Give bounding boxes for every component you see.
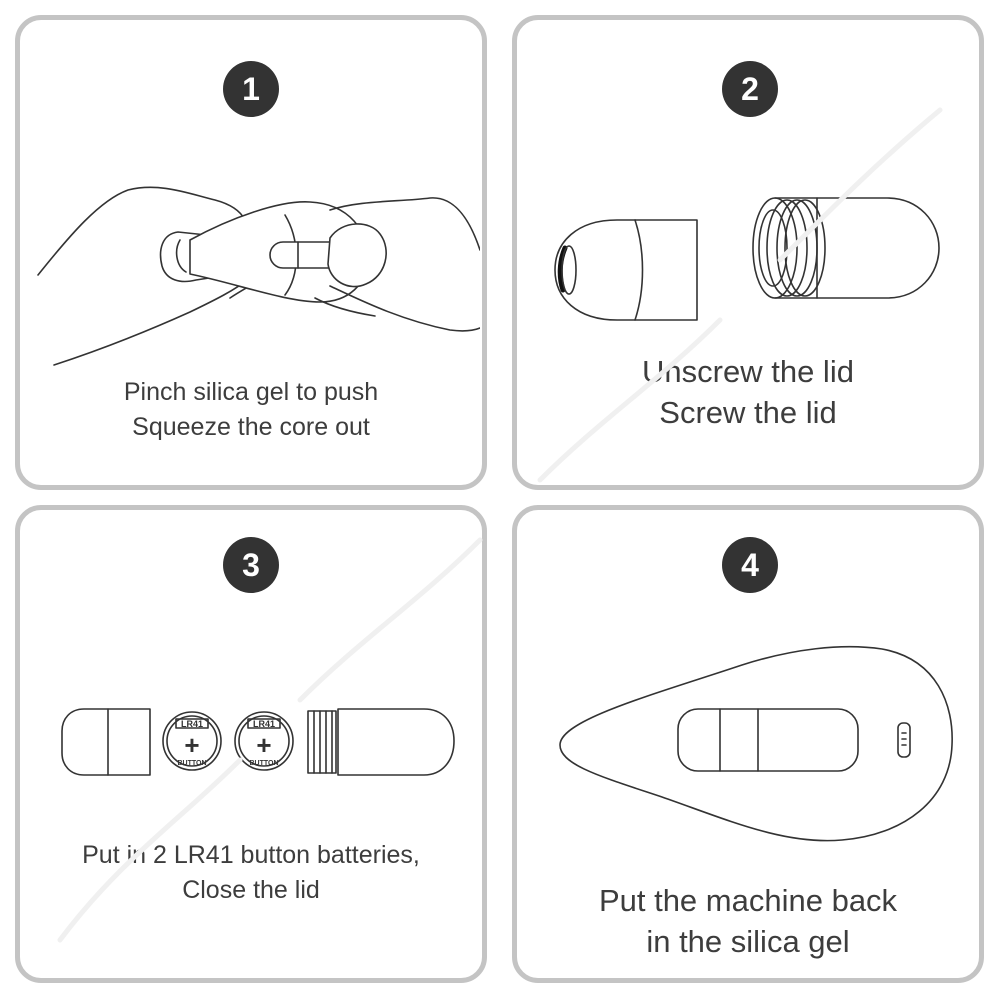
battery-1-model-label: LR41: [181, 719, 203, 729]
step-1-caption-line-1: Pinch silica gel to push: [123, 378, 379, 406]
step-3-caption-line-1: Put in 2 LR41 button batteries,: [82, 841, 420, 869]
step-2-panel: 2 Unscrew the lid Screw the lid: [512, 15, 984, 490]
battery-1-plus-sign: +: [184, 730, 199, 760]
machine-in-silica-gel-illustration: [559, 645, 953, 842]
battery-1-type-label: BUTTON: [177, 760, 206, 767]
step-2-caption-line-1: Unscrew the lid: [642, 354, 854, 389]
step-3-number-badge: 3: [223, 537, 279, 593]
step-1-number-badge: 1: [223, 61, 279, 117]
battery-2-type-label: BUTTON: [249, 760, 278, 767]
step-3-caption-line-2: Close the lid: [182, 876, 320, 904]
step-1-caption-line-2: Squeeze the core out: [132, 413, 370, 441]
step-2-caption-line-2: Screw the lid: [659, 395, 837, 430]
step-4-caption-line-1: Put the machine back: [598, 883, 898, 918]
step-4-caption: Put the machine back in the silica gel: [517, 880, 979, 962]
step-2-caption: Unscrew the lid Screw the lid: [517, 351, 979, 433]
battery-2-model-label: LR41: [253, 719, 275, 729]
step-2-number-badge: 2: [722, 61, 778, 117]
hands-pinching-silica-gel-illustration: [37, 186, 480, 366]
step-3-caption: Put in 2 LR41 button batteries, Close th…: [20, 838, 482, 908]
batteries-insertion-illustration: LR41 + BUTTON LR41 + BUTTON: [61, 708, 455, 776]
step-4-caption-line-2: in the silica gel: [646, 924, 850, 959]
battery-2-plus-sign: +: [256, 730, 271, 760]
step-1-caption: Pinch silica gel to push Squeeze the cor…: [20, 375, 482, 445]
step-1-panel: 1 Pinch silica gel to push Squeeze the c…: [15, 15, 487, 490]
capsule-unscrewed-illustration: [554, 197, 940, 321]
battery-1: LR41 + BUTTON: [162, 711, 222, 771]
battery-2: LR41 + BUTTON: [234, 711, 294, 771]
step-4-number-badge: 4: [722, 537, 778, 593]
step-4-panel: 4 Put the machine back in the silica gel: [512, 505, 984, 983]
step-3-panel: 3 LR41 + BUTTON LR41 + BUTTON Put in 2 L…: [15, 505, 487, 983]
